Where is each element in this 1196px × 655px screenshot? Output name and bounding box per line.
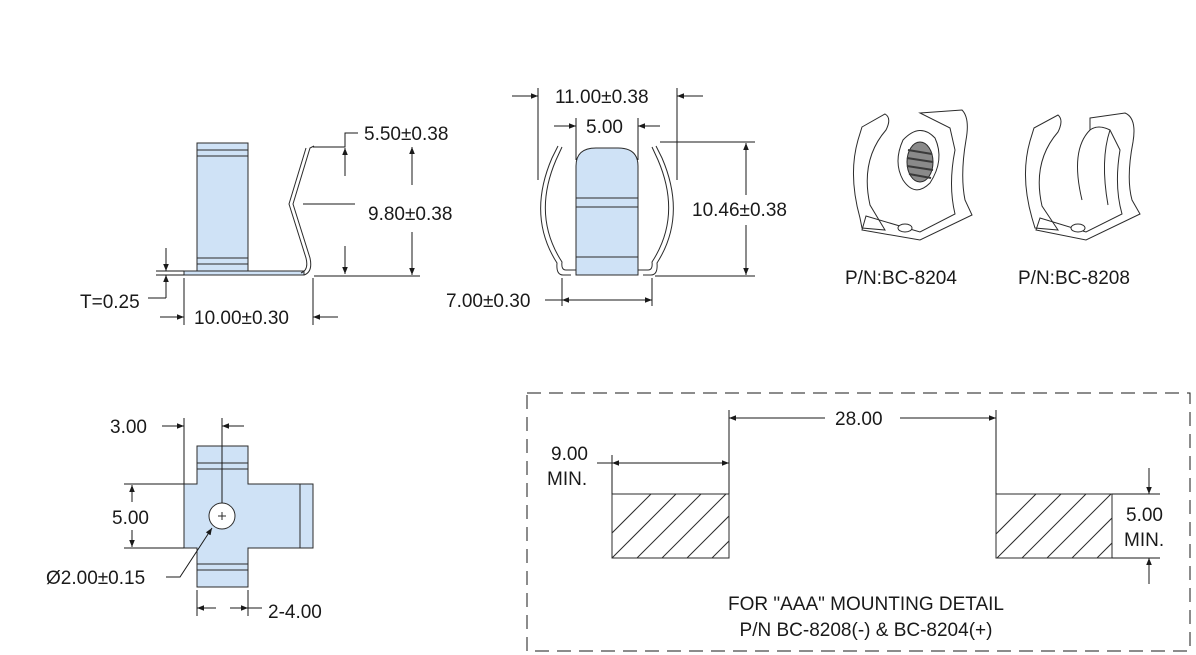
side-view-base: [183, 270, 305, 276]
tab-spacing-label: 3.00: [110, 417, 147, 438]
side-view: T=0.25 10.00±0.30 5.50±0.38 9.80±0.38: [80, 124, 452, 329]
front-height-label: 10.46±0.38: [692, 200, 787, 221]
product-label-bc-8208: P/N:BC-8208: [1018, 268, 1130, 289]
side-view-body: [196, 142, 249, 276]
left-min-label: MIN.: [547, 469, 587, 490]
front-view-right-clip: [638, 146, 670, 271]
left-min-value: 9.00: [551, 444, 588, 465]
bottom-view: 3.00 5.00 Ø2.00±0.15 2-4.00: [46, 417, 322, 623]
thickness-label: T=0.25: [80, 292, 140, 313]
front-view: 11.00±0.38 5.00 10.46±0.38 7.00±0.30: [446, 87, 787, 312]
outer-width-label: 11.00±0.38: [555, 87, 649, 108]
product-label-bc-8204: P/N:BC-8204: [845, 268, 957, 289]
side-view-spring-arm: [292, 145, 315, 276]
front-view-body: [575, 147, 639, 276]
pad-spacing-label: 28.00: [835, 409, 883, 430]
bottom-view-body: [183, 445, 301, 588]
front-view-left-clip: [544, 146, 576, 271]
mounting-frame: [526, 392, 1191, 652]
caption-line-2: P/N BC-8208(-) & BC-8204(+): [740, 620, 993, 641]
mounting-detail: 28.00 9.00 MIN. 5.00 MIN. FOR "AAA" MOUN…: [526, 392, 1191, 652]
bottom-height-label: 5.00: [112, 508, 149, 529]
hole-label: Ø2.00±0.15: [46, 568, 145, 589]
side-width-label: 10.00±0.30: [194, 308, 289, 329]
left-pad: [611, 493, 730, 559]
product-bc-8204: P/N:BC-8204: [845, 109, 973, 289]
base-width-label: 7.00±0.30: [446, 291, 530, 312]
caption-line-1: FOR "AAA" MOUNTING DETAIL: [728, 594, 1004, 615]
product-bc-8208: P/N:BC-8208: [1018, 112, 1141, 289]
arm-offset-label: 5.50±0.38: [364, 124, 448, 145]
right-min-label: MIN.: [1124, 530, 1164, 551]
side-height-label: 9.80±0.38: [368, 204, 452, 225]
right-min-value: 5.00: [1126, 505, 1163, 526]
tabs-label: 2-4.00: [268, 602, 322, 623]
inner-width-label: 5.00: [586, 117, 623, 138]
